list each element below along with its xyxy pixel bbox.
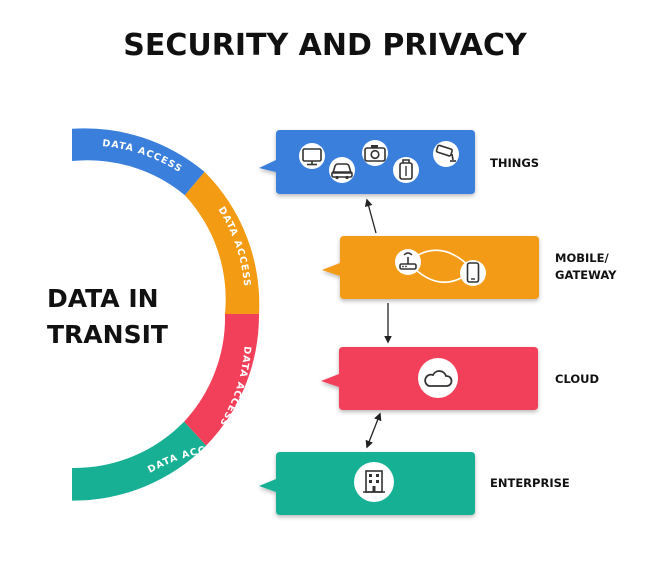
arrow-mobile-to-things: [364, 198, 377, 234]
cctv-icon: [433, 141, 459, 167]
smartphone-icon: [460, 260, 486, 286]
things-label: THINGS: [490, 156, 539, 170]
cloud-label: CLOUD: [555, 372, 599, 386]
mobile-gateway-card: [322, 236, 539, 299]
enterprise-label: ENTERPRISE: [490, 476, 570, 490]
mobile-gateway-label-line2: GATEWAY: [555, 268, 617, 282]
luggage-icon: [393, 157, 419, 183]
mobile-gateway-label-line1: MOBILE/: [555, 251, 609, 265]
data-access-ring: DATA ACCESS DATA ACCESS DATA ACCESS DATA…: [72, 128, 260, 501]
arc-segment-4: [72, 421, 207, 501]
arc-segment-1: [72, 128, 205, 196]
camera-icon: [362, 140, 388, 166]
cloud-icon: [418, 358, 458, 398]
router-icon: [395, 249, 421, 275]
center-label-line1: DATA IN: [47, 284, 159, 313]
arc-segment-2: [184, 171, 260, 314]
page-title: SECURITY AND PRIVACY: [123, 28, 528, 63]
building-icon: [354, 462, 394, 502]
arc-segment-3: [184, 314, 260, 446]
arrow-cloud-enterprise: [365, 412, 382, 449]
car-icon: [329, 157, 355, 183]
monitor-icon: [299, 143, 325, 169]
center-label-line2: TRANSIT: [47, 320, 168, 349]
